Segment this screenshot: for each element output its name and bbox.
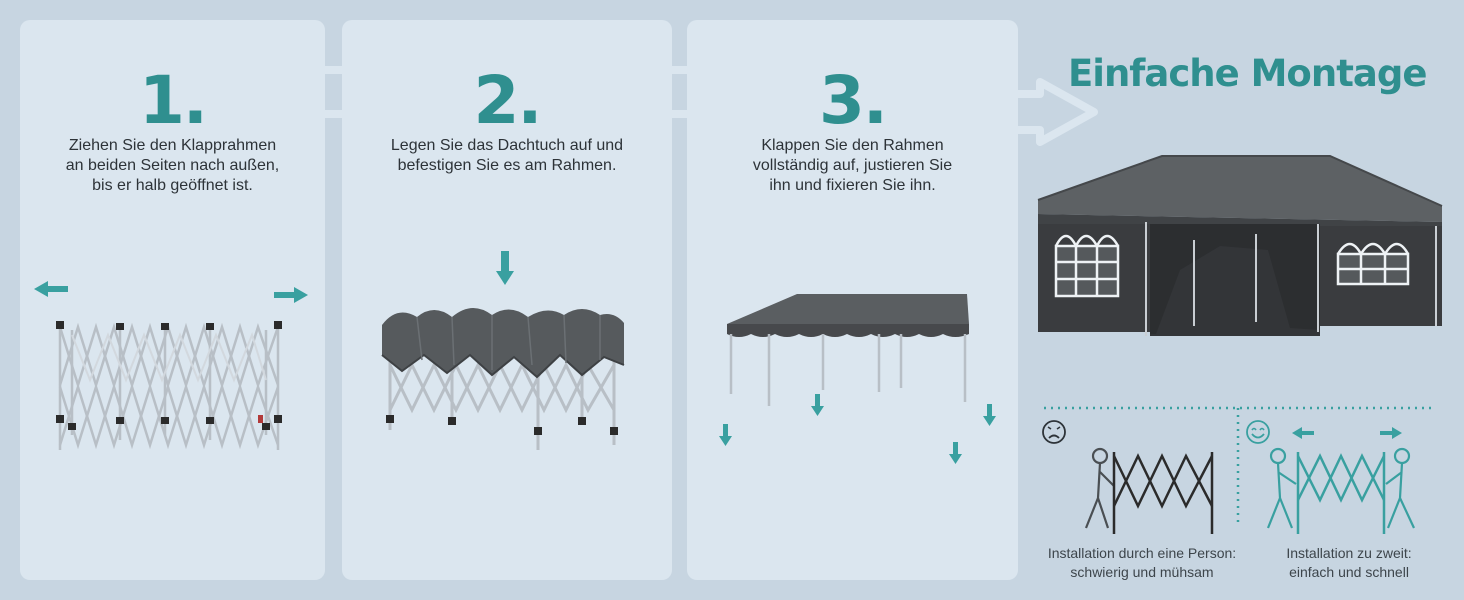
step-3-panel: 3. Klappen Sie den Rahmen vollständig au… <box>687 20 1018 580</box>
step-1-line: Ziehen Sie den Klapprahmen <box>68 137 277 154</box>
step-1-line: bis er halb geöffnet ist. <box>92 177 253 194</box>
arrow-right-icon <box>274 287 308 303</box>
arrow-left-icon <box>34 281 68 297</box>
step-2-number: 2. <box>473 62 543 139</box>
one-vs-two-person-comparison <box>1044 406 1434 534</box>
caption-line: Installation durch eine Person: <box>1047 545 1237 561</box>
arrow-down-icon <box>496 251 514 285</box>
canopy-on-frame-illustration <box>381 251 625 450</box>
frame-joints <box>56 321 282 430</box>
step-3-line: ihn und fixieren Sie ihn. <box>769 177 936 194</box>
window-left-icon <box>1054 234 1120 298</box>
fully-open-tent-illustration <box>719 294 996 464</box>
two-persons-caption: Installation zu zweit: einfach und schne… <box>1264 544 1434 582</box>
single-person-figure <box>1084 447 1115 529</box>
step-2-panel: 2. Legen Sie das Dachtuch auf und befest… <box>342 20 672 580</box>
step-2-line: befestigen Sie es am Rahmen. <box>397 157 617 174</box>
arrow-down-icon <box>983 404 996 426</box>
scissor-frame-teal <box>1296 452 1386 534</box>
step-2-line: Legen Sie das Dachtuch auf und <box>390 137 624 154</box>
page-title: Einfache Montage <box>1068 52 1427 95</box>
step-1-number: 1. <box>139 62 208 139</box>
step-1-panel: 1. Ziehen Sie den Klapprahmen an beiden … <box>20 20 325 580</box>
arrow-down-icon <box>811 394 824 416</box>
caption-line: schwierig und mühsam <box>1070 564 1214 580</box>
arrow-down-icon <box>949 442 962 464</box>
step-3-number: 3. <box>819 62 888 139</box>
caption-line: Installation zu zweit: <box>1286 545 1412 561</box>
arrow-down-icon <box>719 424 732 446</box>
half-open-frame-illustration <box>34 281 308 450</box>
scissor-frame-gray <box>1112 452 1214 534</box>
step-1-line: an beiden Seiten nach außen, <box>65 157 280 174</box>
assembled-tent-with-walls-illustration <box>1037 155 1443 336</box>
smiley-face-icon <box>1246 420 1270 444</box>
window-right-icon <box>1336 242 1410 286</box>
arrow-left-icon <box>1292 427 1314 439</box>
step-3-text: Klappen Sie den Rahmen vollständig auf, … <box>697 136 1008 196</box>
step-2-text: Legen Sie das Dachtuch auf und befestige… <box>352 136 662 176</box>
sad-face-icon <box>1042 420 1066 444</box>
step-3-line: vollständig auf, justieren Sie <box>752 157 953 174</box>
caption-line: einfach und schnell <box>1289 564 1409 580</box>
two-person-figures <box>1266 447 1415 529</box>
tent-legs <box>729 334 967 406</box>
step-3-line: Klappen Sie den Rahmen <box>761 137 944 154</box>
frame-joints <box>386 415 618 435</box>
arrow-right-icon <box>1380 427 1402 439</box>
folding-frame-drawing <box>58 322 280 450</box>
arrow-connector-icon <box>998 78 1098 146</box>
canopy-fabric <box>381 307 625 379</box>
step-1-text: Ziehen Sie den Klapprahmen an beiden Sei… <box>30 136 315 196</box>
one-person-caption: Installation durch eine Person: schwieri… <box>1032 544 1252 582</box>
